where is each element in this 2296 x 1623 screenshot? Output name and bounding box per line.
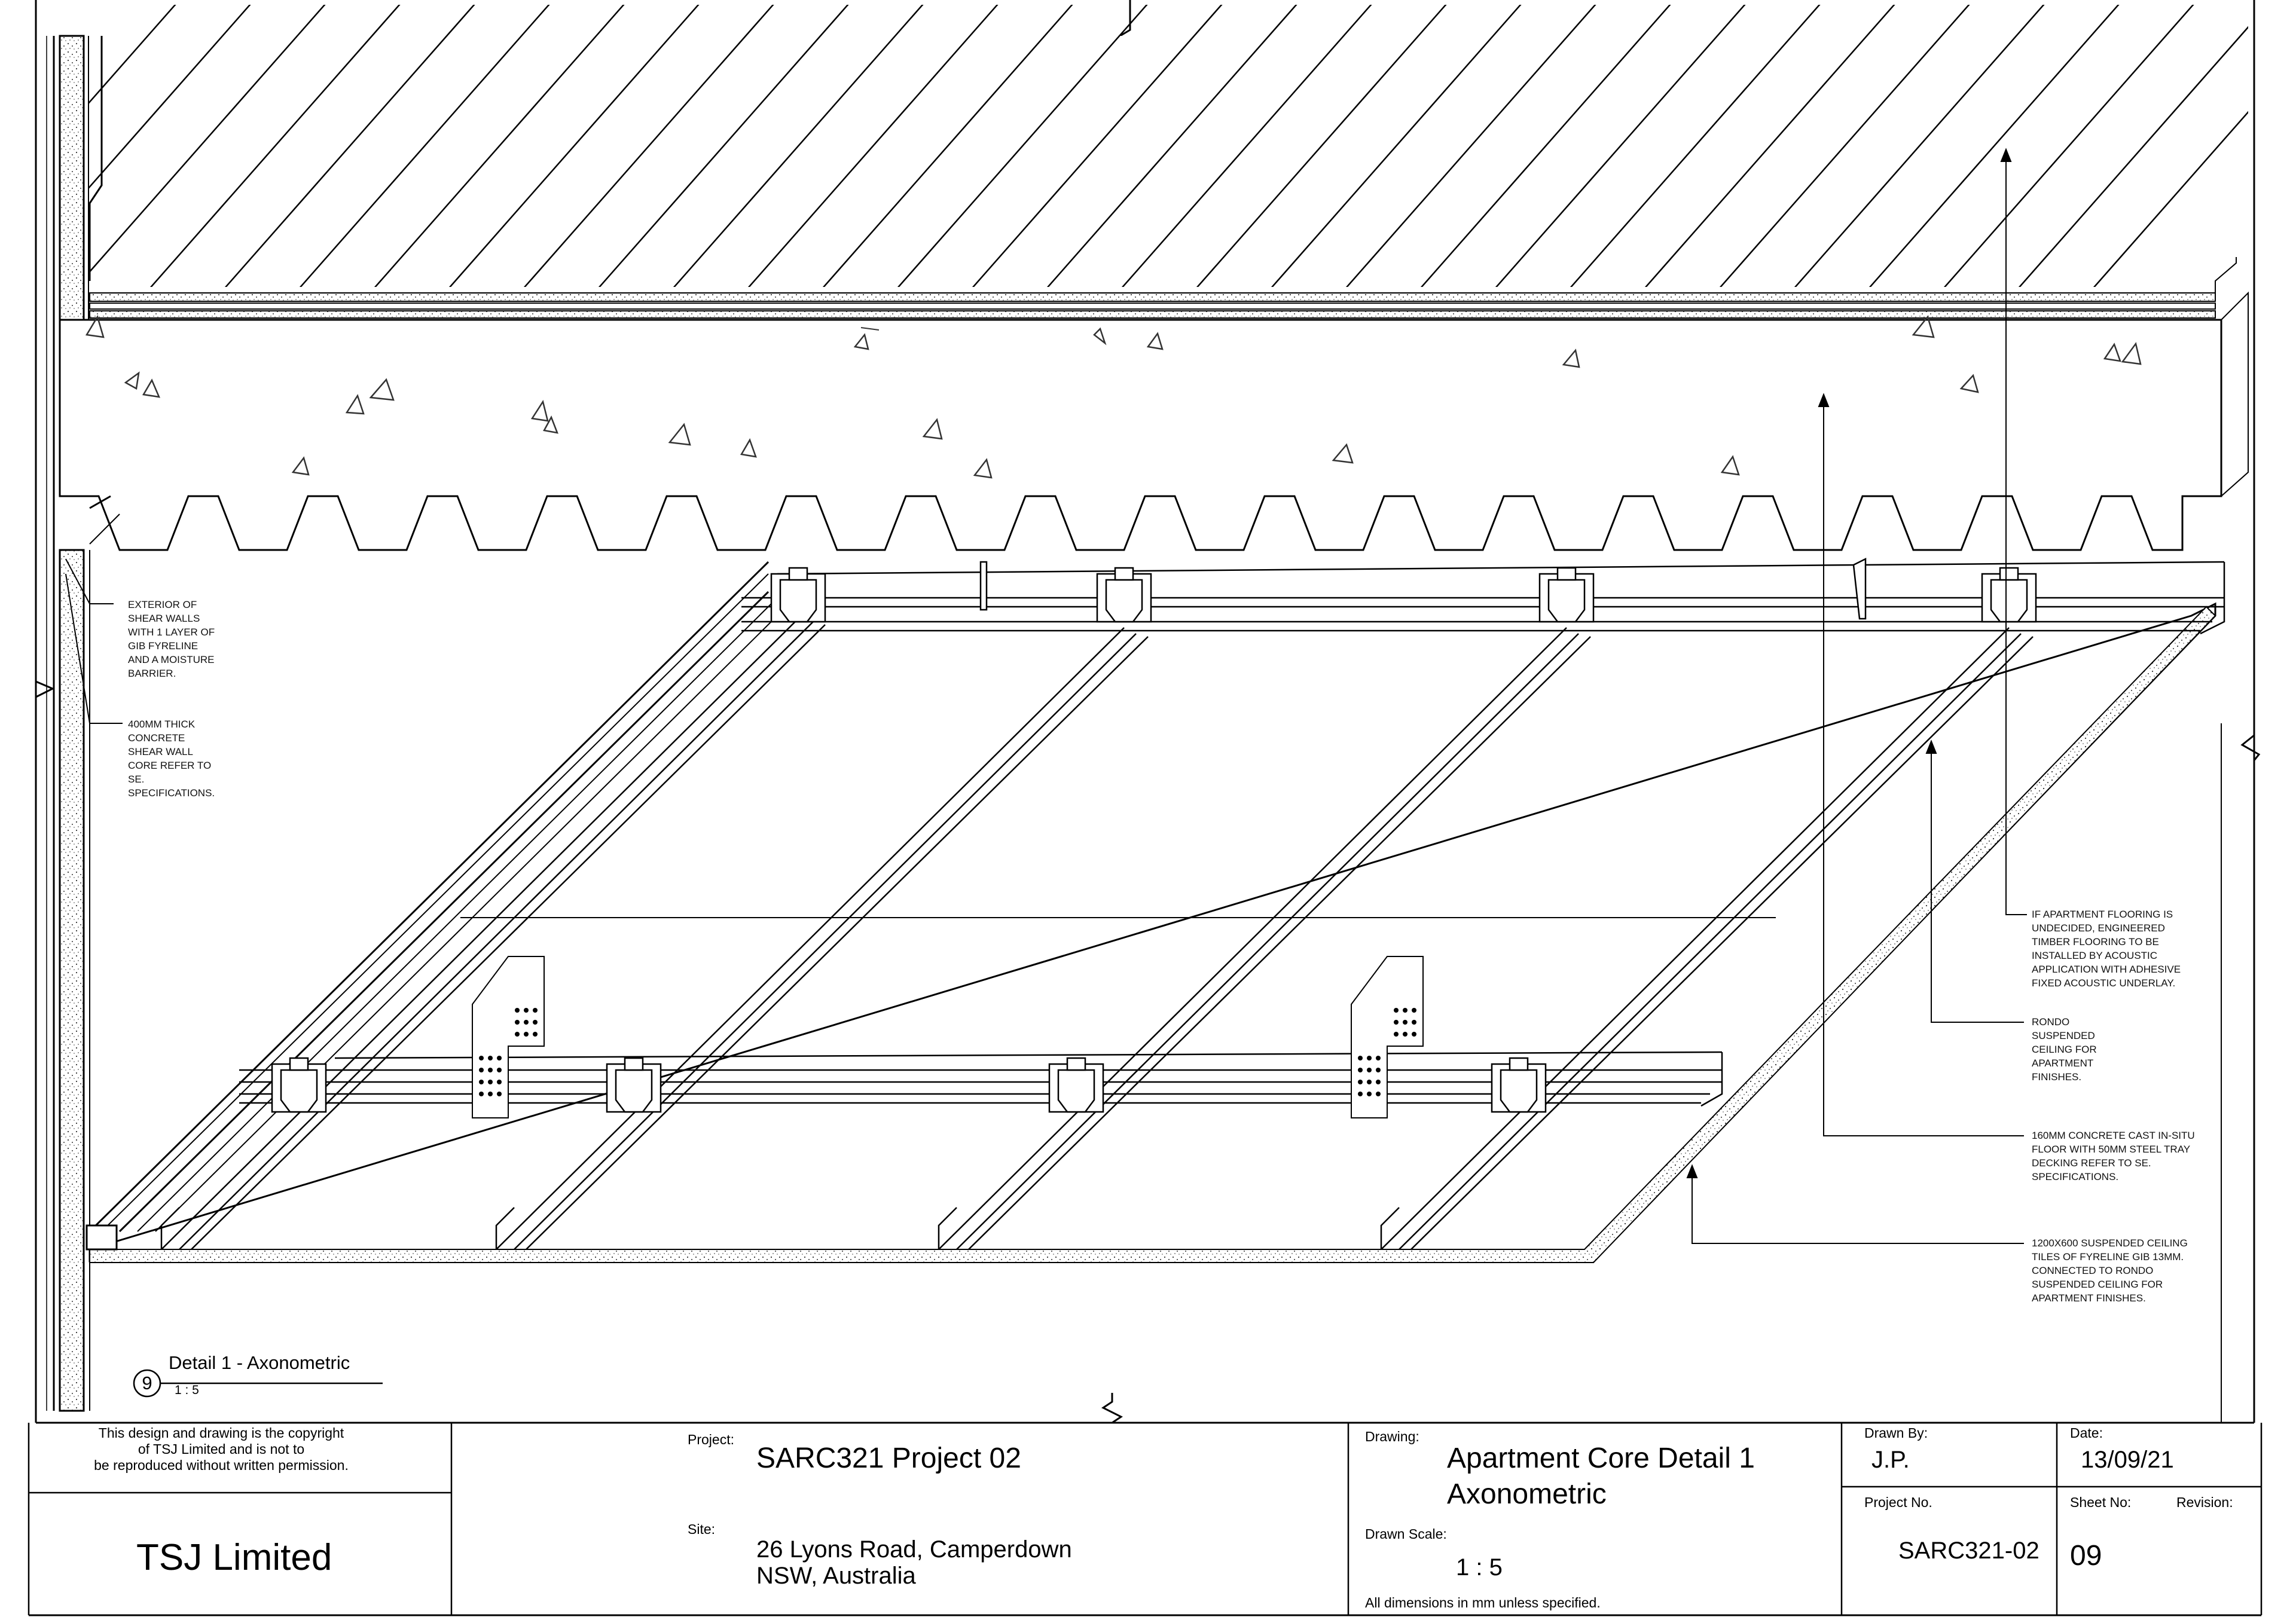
copyright-notice: This design and drawing is the copyright… (94, 1425, 349, 1473)
concrete-slab (59, 291, 2249, 551)
note-flooring: IF APARTMENT FLOORING IS UNDECIDED, ENGI… (2032, 909, 2181, 989)
rondo-furring-channels (160, 615, 2034, 1250)
drawing-label: Drawing: (1365, 1429, 1419, 1444)
ceiling-tile-board (88, 602, 2216, 1263)
site-label: Site: (688, 1521, 716, 1537)
drawn-by-label: Drawn By: (1864, 1425, 1928, 1441)
drawn-by-value: J.P. (1871, 1447, 1910, 1473)
project-name: SARC321 Project 02 (756, 1442, 1021, 1474)
dimensions-note: All dimensions in mm unless specified. (1365, 1595, 1601, 1610)
title-block-grid (28, 1423, 2263, 1615)
drawn-scale-value: 1 : 5 (1456, 1554, 1503, 1581)
timber-flooring (88, 5, 2248, 293)
drawing-frame (29, 0, 2261, 1616)
note-rondo: RONDO SUSPENDED CEILING FOR APARTMENT FI… (2032, 1016, 2097, 1083)
suspension-clips (271, 557, 2037, 1113)
project-no-label: Project No. (1864, 1494, 1932, 1510)
date-label: Date: (2070, 1425, 2103, 1441)
detail-tag (133, 1369, 383, 1398)
drawing-title-line1: Apartment Core Detail 1 (1447, 1442, 1755, 1474)
drawn-scale-label: Drawn Scale: (1365, 1526, 1447, 1542)
perforated-brackets (472, 956, 1424, 1118)
revision-label: Revision: (2176, 1494, 2233, 1510)
note-exterior-wall: EXTERIOR OF SHEAR WALLS WITH 1 LAYER OF … (128, 599, 215, 679)
back-carrier-channel (741, 561, 2225, 635)
shear-wall-section (46, 35, 90, 1412)
detail-number: 9 (142, 1373, 152, 1393)
wall-corner-lines (86, 495, 784, 1251)
sheet-no-value: 09 (2070, 1540, 2102, 1572)
note-shear-core: 400MM THICK CONCRETE SHEAR WALL CORE REF… (128, 719, 215, 799)
site-address-line1: 26 Lyons Road, Camperdown (756, 1536, 1072, 1563)
note-slab: 160MM CONCRETE CAST IN-SITU FLOOR WITH 5… (2032, 1130, 2195, 1182)
leader-lines (65, 148, 2027, 1244)
acoustic-underlay (89, 292, 2216, 319)
detail-scale: 1 : 5 (175, 1383, 199, 1397)
project-label: Project: (688, 1432, 734, 1447)
sheet-no-label: Sheet No: (2070, 1494, 2132, 1510)
company-name: TSJ Limited (136, 1537, 332, 1578)
detail-title: Detail 1 - Axonometric (169, 1352, 350, 1373)
date-value: 13/09/21 (2081, 1447, 2174, 1473)
project-no-value: SARC321-02 (1898, 1538, 2039, 1564)
drawing-title-line2: Axonometric (1447, 1478, 1607, 1510)
site-address-line2: NSW, Australia (756, 1563, 916, 1589)
note-tiles: 1200x600 SUSPENDED CEILING TILES OF FYRE… (2032, 1237, 2188, 1304)
